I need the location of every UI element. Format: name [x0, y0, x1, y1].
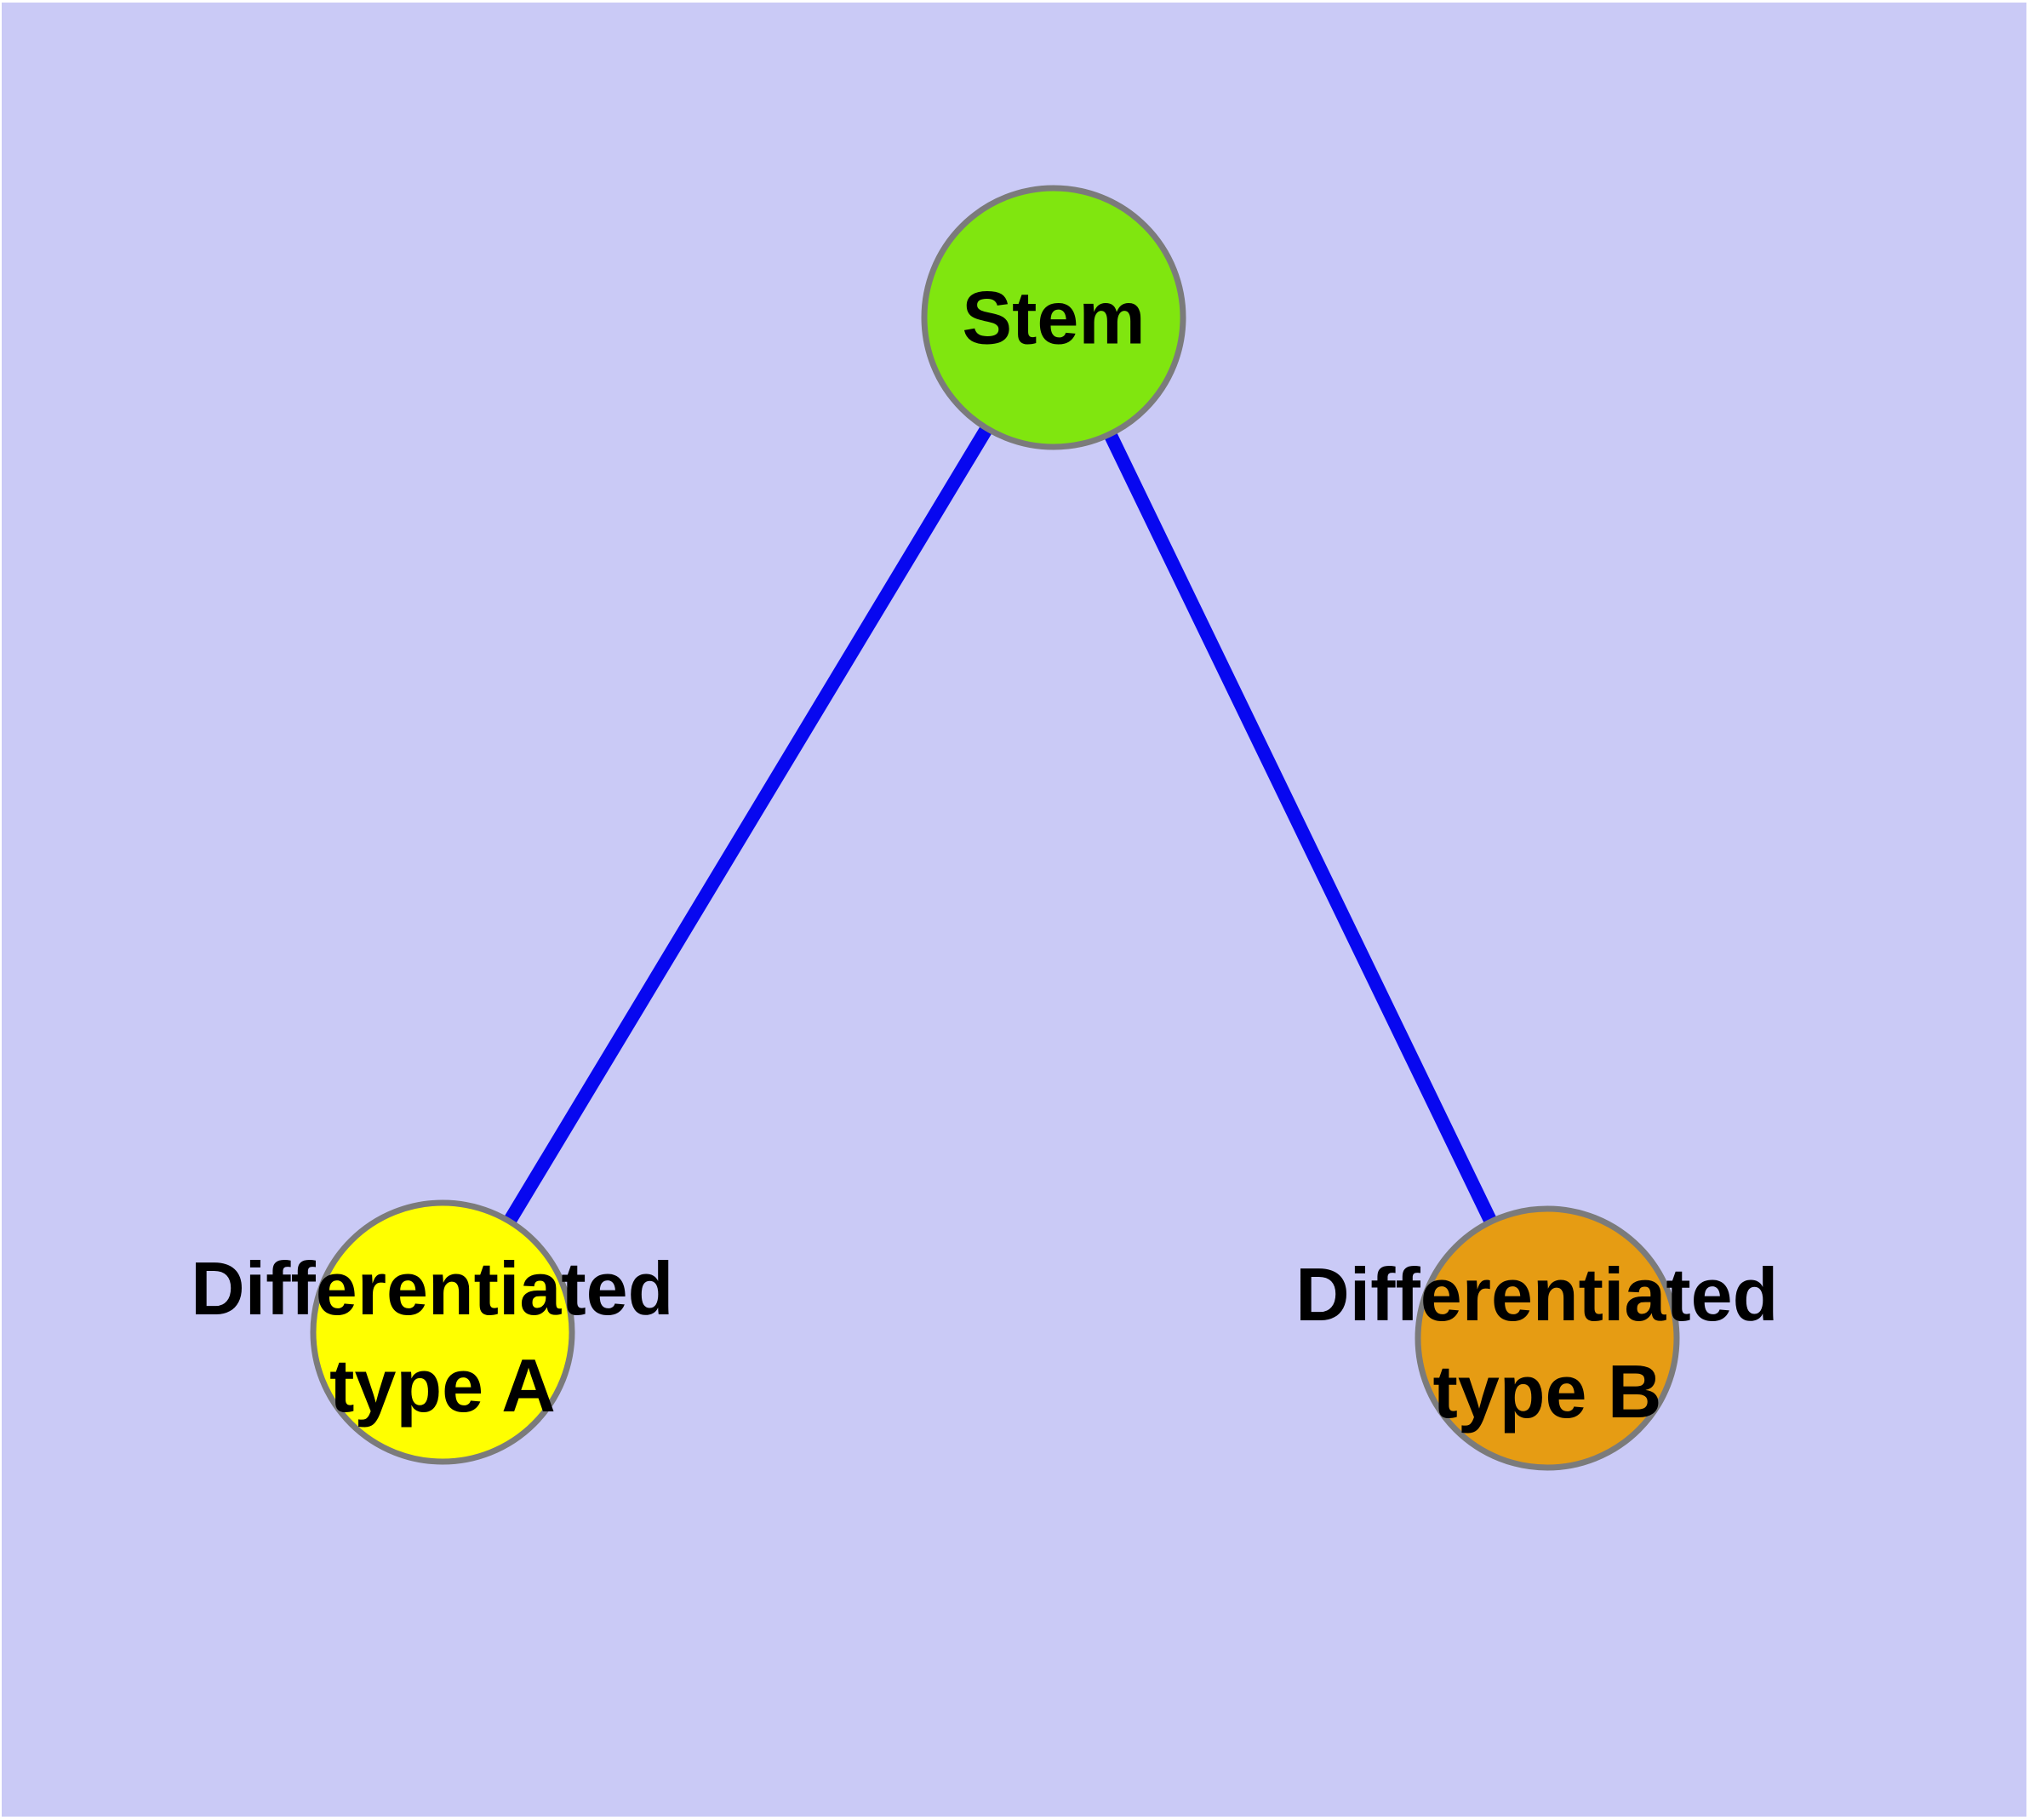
node-differentiated-type-b-circle[interactable]	[1415, 1205, 1680, 1471]
node-differentiated-type-a[interactable]: Differentiated type A	[191, 1199, 694, 1465]
node-differentiated-type-b-label-line-2: type B	[1433, 1349, 1662, 1434]
node-stem-circle[interactable]	[921, 185, 1186, 450]
edge-stem-to-type-b	[1047, 314, 1554, 1342]
node-differentiated-type-a-label: Differentiated type A	[191, 1246, 694, 1428]
edge-layer	[437, 313, 1554, 1342]
node-differentiated-type-b-label: Differentiated type B	[1295, 1252, 1799, 1434]
edge-stem-to-type-a	[437, 313, 1060, 1336]
node-differentiated-type-b[interactable]: Differentiated type B	[1295, 1205, 1799, 1471]
node-stem-label: Stem	[962, 276, 1145, 360]
node-differentiated-type-a-circle[interactable]	[310, 1199, 575, 1465]
node-differentiated-type-b-label-line-1: Differentiated	[1295, 1252, 1778, 1336]
node-differentiated-type-a-label-line-2: type A	[329, 1343, 556, 1428]
node-stem[interactable]: Stem	[921, 185, 1186, 450]
node-differentiated-type-a-label-line-1: Differentiated	[191, 1246, 673, 1331]
